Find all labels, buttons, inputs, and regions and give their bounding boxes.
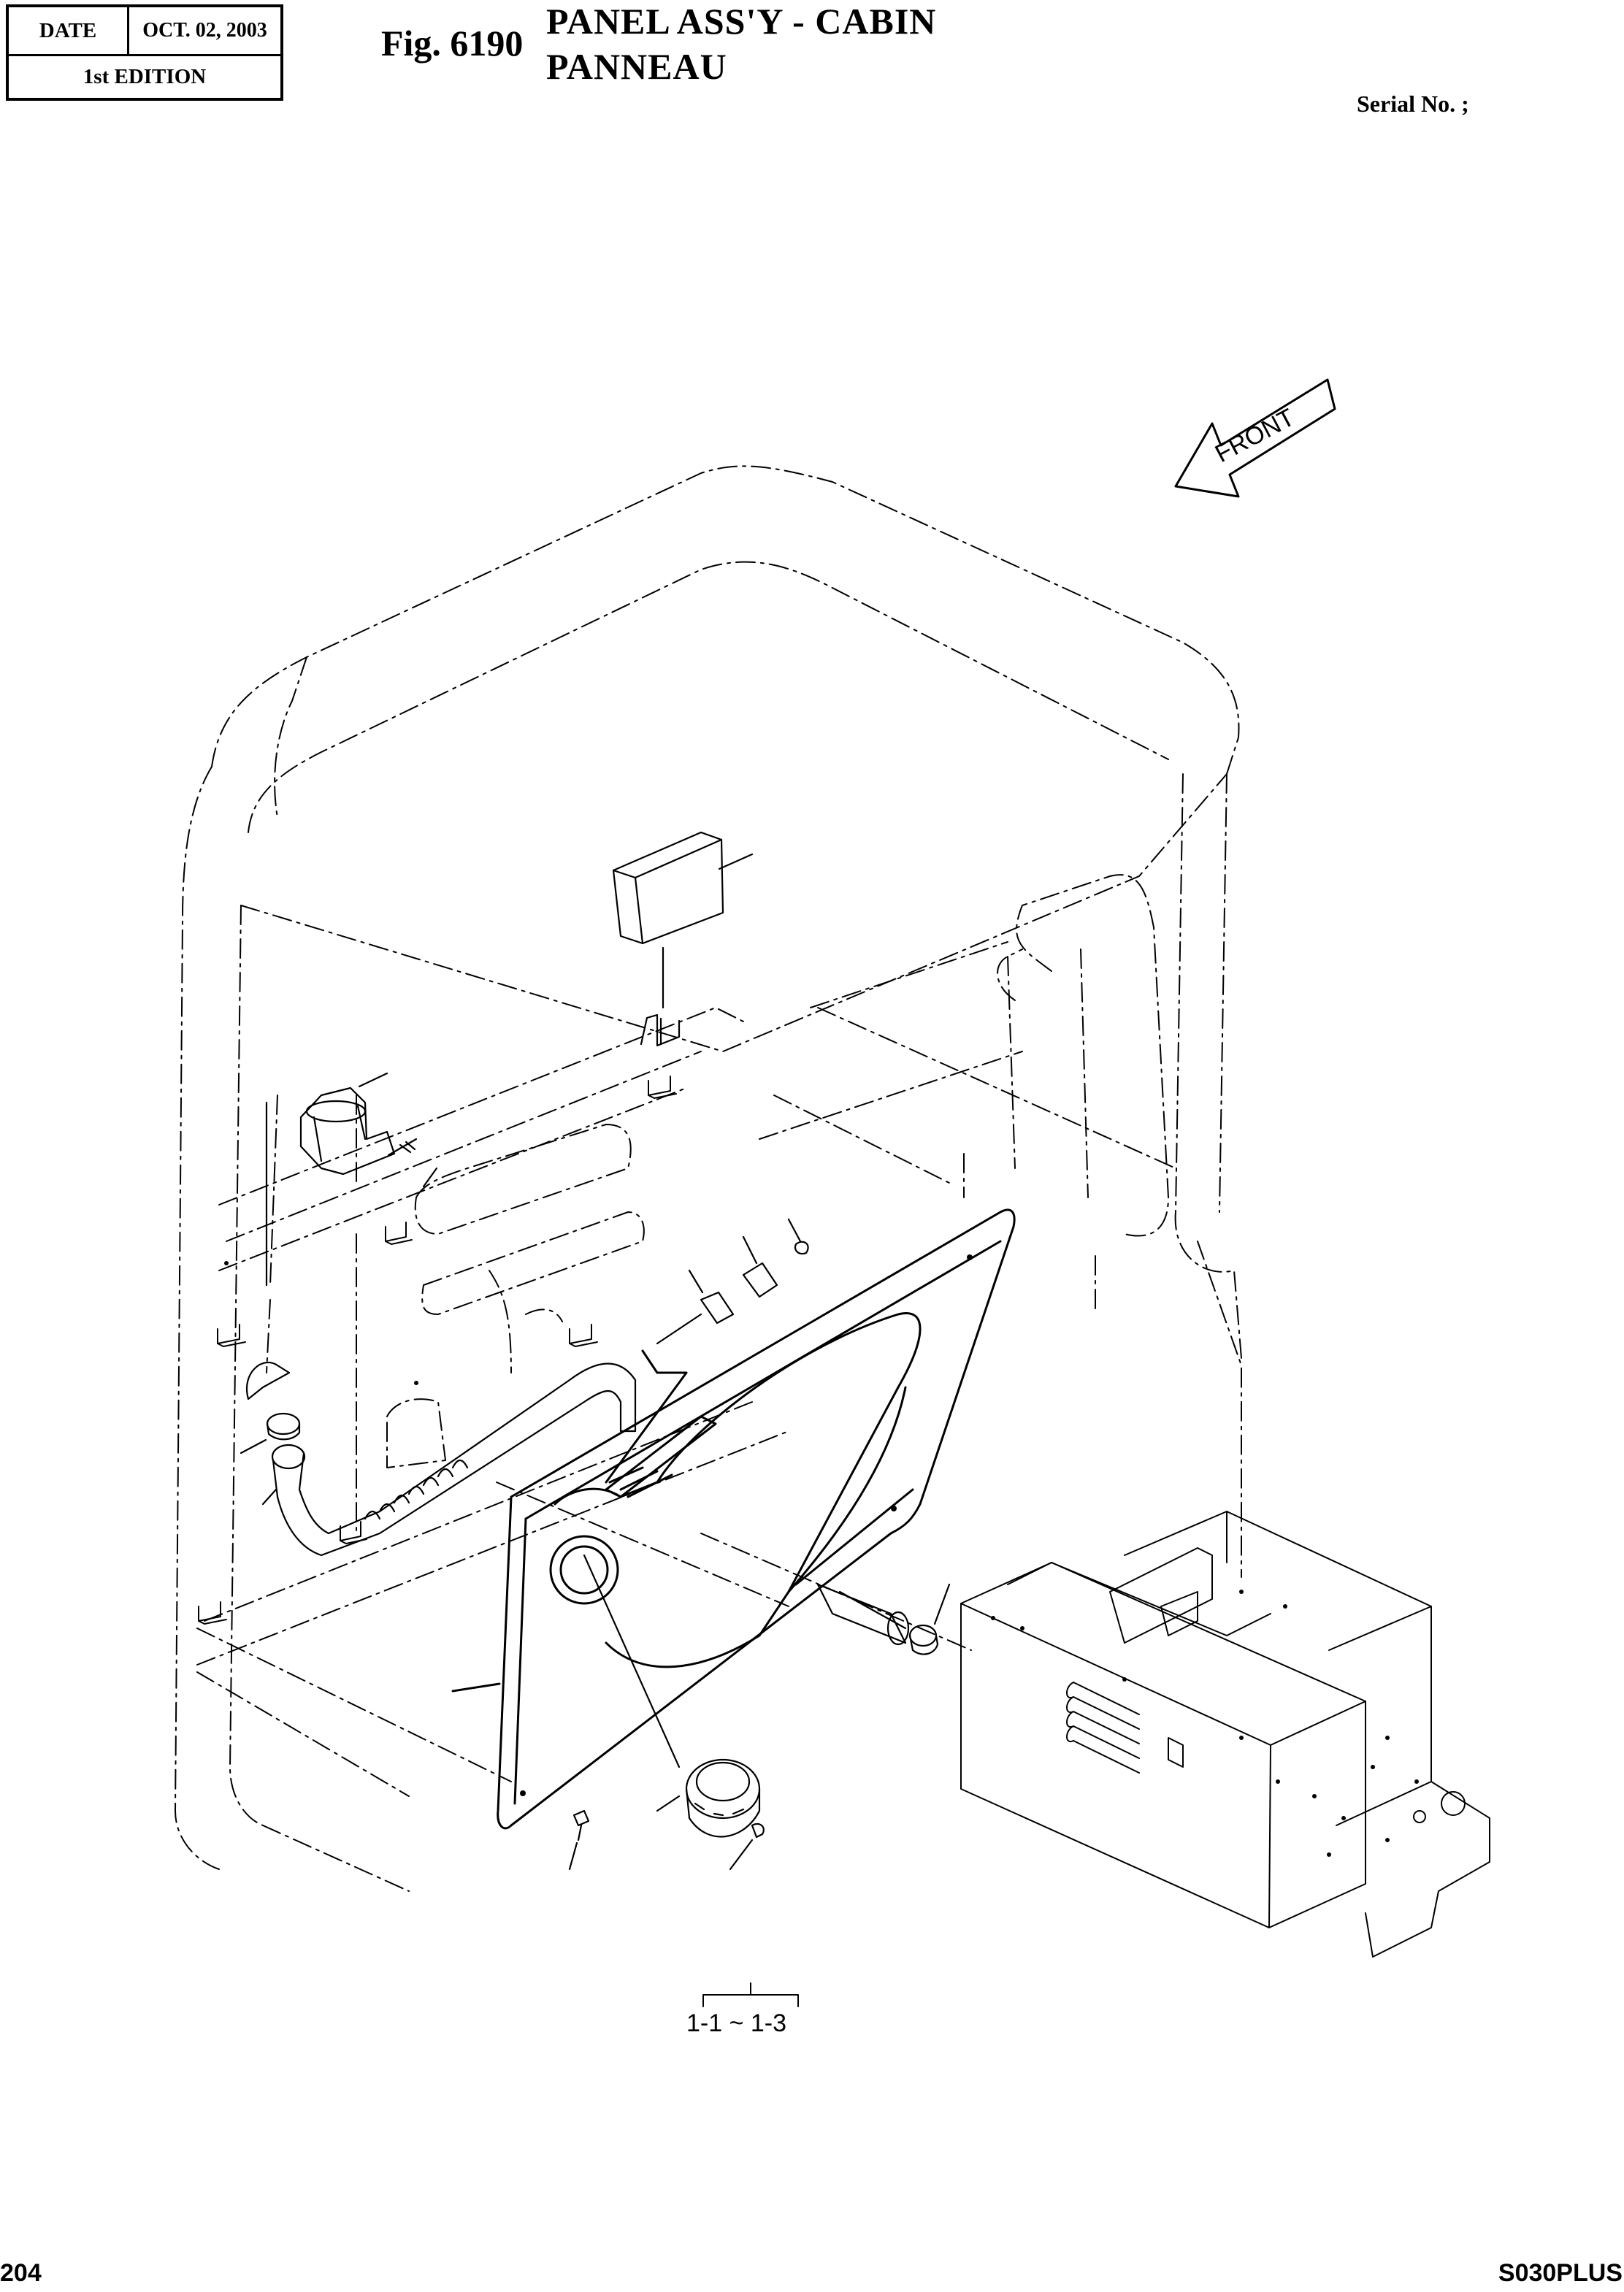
front-arrow-symbol: [1174, 378, 1336, 498]
title-english: PANEL ASS'Y - CABIN: [546, 1, 937, 42]
figure-number: Fig. 6190: [381, 23, 524, 64]
date-edition-table: DATE OCT. 02, 2003 1st EDITION: [6, 4, 283, 101]
brackets: [198, 1076, 677, 1625]
date-value: OCT. 02, 2003: [142, 19, 267, 42]
page-number: 204: [0, 2259, 42, 2287]
serial-number-label: Serial No. ;: [1357, 91, 1469, 117]
tray-part: [612, 831, 754, 1047]
edition-label: 1st EDITION: [83, 65, 207, 88]
title-french: PANNEAU: [546, 46, 727, 87]
duct-hose-part: [240, 1361, 637, 1557]
tube-part: [816, 1583, 951, 1655]
callout-range-bracket: [702, 1982, 799, 2007]
model-name: S030PLUS: [1498, 2259, 1623, 2287]
date-label: DATE: [9, 7, 129, 54]
connector-part: [656, 1218, 809, 1345]
side-panel-part: [451, 1208, 1016, 1830]
cabin-outline: [175, 465, 1242, 1892]
heater-unit-holes: [991, 1590, 1419, 1857]
screws-part: [568, 1809, 765, 1871]
heater-unit-part: [960, 1511, 1490, 1958]
callout-range-label: 1-1 ~ 1-3: [686, 2009, 787, 2037]
vent-ring-part: [583, 1554, 761, 1838]
panel-holes: [224, 1254, 973, 1796]
cup-holder-part: [265, 1072, 438, 1287]
